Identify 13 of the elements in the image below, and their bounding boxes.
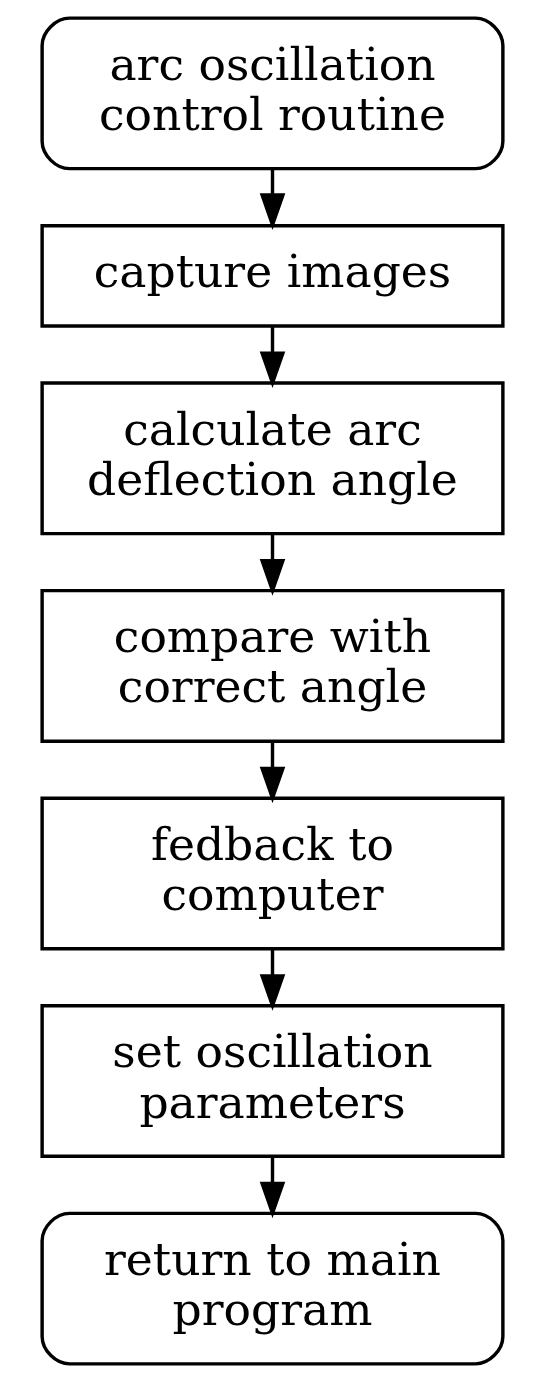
arrow [259,533,285,596]
arrow [259,169,285,230]
node-box: fedback to computer [39,796,505,951]
node-box: return to main program [39,1211,505,1366]
arrow [259,949,285,1011]
node-box: calculate arc deflection angle [39,381,505,536]
node-box: compare with correct angle [39,588,505,743]
node-box: set oscillation parameters [39,1004,505,1158]
node-box: arc oscillation control routine [39,16,505,171]
arrow [259,741,285,804]
arrow [259,326,285,388]
node-box: capture images [39,224,505,328]
arrow [259,1156,285,1219]
